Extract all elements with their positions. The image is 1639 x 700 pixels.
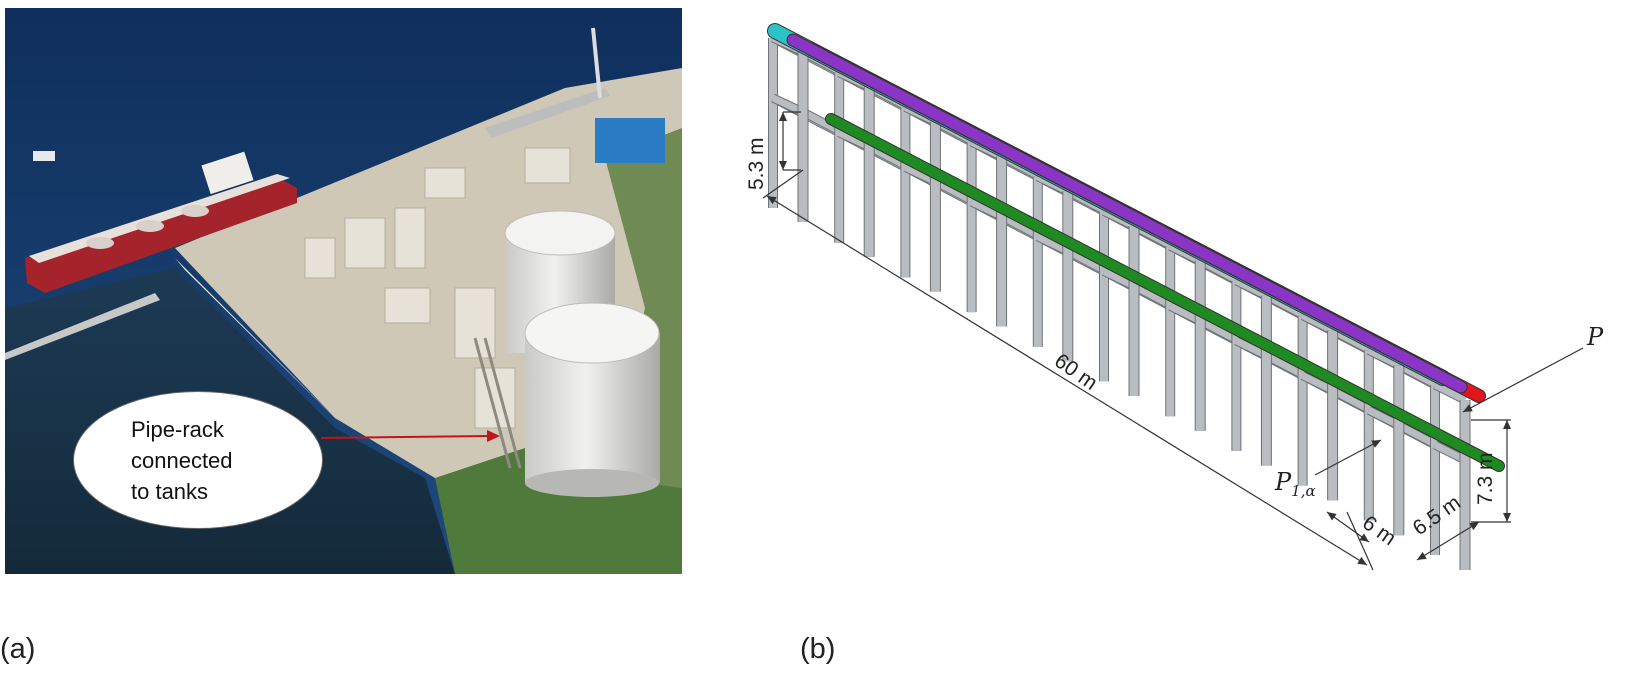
arrow-span-start [779, 112, 787, 121]
rack-structure [768, 33, 1471, 570]
dimension-lines [762, 111, 1584, 571]
point-label-p1a-sub: 1,α [1291, 482, 1315, 500]
ext-length-end [1346, 511, 1374, 571]
callout-text: Pipe-rack connected to tanks [131, 417, 233, 504]
plant-blocks [304, 147, 571, 429]
arrow-width-start [1417, 551, 1427, 560]
arrow-head [487, 430, 500, 442]
tank-front [524, 302, 660, 497]
panel-label-a: (a) [0, 633, 36, 665]
arrow-height-end [1503, 513, 1511, 522]
cross-beam-top-6 [1168, 243, 1202, 264]
point-label-p1a-main: P [1274, 468, 1292, 496]
dim-span-height: 5.3 m [745, 137, 768, 190]
pipe-rack-svg: 60 m 5.3 m 7.3 m 6 m 6.5 m P P1,α [745, 23, 1604, 571]
dim-height: 7.3 m [1474, 452, 1497, 505]
arrow-width-end [1469, 522, 1479, 531]
cross-beam-top-8 [1301, 312, 1335, 334]
aerial-photo: Pipe-rack connected to tanks [5, 8, 682, 574]
panel-label-b: (b) [800, 633, 836, 665]
lng-ship [25, 151, 297, 293]
pipe-green [826, 114, 1504, 471]
rack-pipes [767, 23, 1505, 472]
dim-line-width [1416, 521, 1480, 561]
arrow-p [1463, 404, 1473, 412]
tug-boat [33, 151, 55, 161]
greenery [435, 448, 682, 574]
pipe-rack-drawing: 60 m 5.3 m 7.3 m 6 m 6.5 m P P1,α [735, 0, 1639, 600]
crane-mast [591, 27, 602, 99]
point-label-p: P [1586, 323, 1604, 351]
ext-length-start [762, 169, 804, 199]
pipe-rack-photo [473, 337, 522, 469]
leader-p [1462, 347, 1584, 413]
pipe-purple [787, 34, 1467, 393]
cross-beam-top-10 [1433, 381, 1467, 404]
point-label-p1a: P1,α [1274, 468, 1316, 500]
quay-wall [175, 258, 345, 428]
arrow-span-end [779, 161, 787, 170]
blue-building [595, 118, 665, 163]
arrow-height-start [1503, 420, 1511, 429]
dim-line-length [766, 195, 1368, 566]
arrow-length-start [767, 196, 777, 205]
pier [485, 88, 610, 138]
callout-bubble: Pipe-rack connected to tanks [73, 391, 323, 529]
callout-arrow [320, 435, 491, 439]
arrow-bay-end [1359, 533, 1369, 542]
leader-p1a [1314, 439, 1382, 476]
jetty [5, 293, 160, 360]
dim-length: 60 m [1050, 349, 1101, 395]
arrow-p1a [1371, 440, 1381, 448]
cross-beam-top-7 [1234, 277, 1268, 299]
arrow-length-end [1357, 556, 1367, 565]
arrow-bay-start [1327, 512, 1337, 521]
cross-beam-top-9 [1367, 347, 1401, 369]
